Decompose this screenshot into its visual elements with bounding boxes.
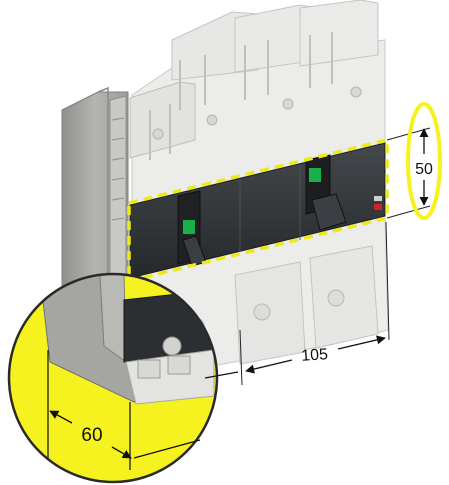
main-handle-indicator <box>309 168 321 182</box>
inset-leader-line <box>204 371 239 379</box>
width-dimension: 105 <box>239 221 390 386</box>
depth-extension-line <box>133 439 201 459</box>
main-toggle-handle <box>305 154 347 231</box>
height-dimension-label: 50 <box>415 161 433 178</box>
width-dimension-label: 105 <box>301 346 329 365</box>
height-dimension: 50 <box>386 102 442 220</box>
aux-handle-indicator <box>183 220 195 234</box>
terminal-slots-top <box>149 32 333 160</box>
upper-terminal-housing <box>129 0 386 211</box>
terminal-screws-top <box>152 86 362 140</box>
height-highlight-ellipse <box>406 102 442 220</box>
depth-dimension: 60 <box>49 371 239 459</box>
aux-toggle-handle <box>177 190 207 267</box>
depth-dimension-label: 60 <box>81 425 102 446</box>
cover-highlight-outline <box>127 137 389 284</box>
zoom-inset <box>7 272 219 484</box>
trip-indicator <box>374 204 382 210</box>
test-button <box>374 196 382 201</box>
front-cover <box>129 142 386 279</box>
